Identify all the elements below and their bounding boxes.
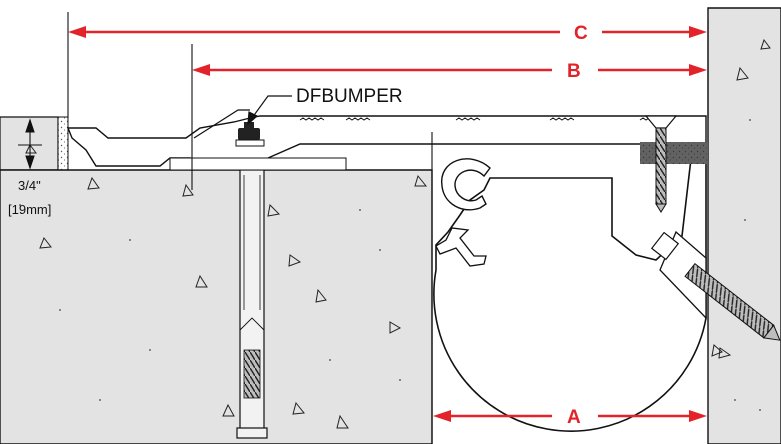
- right-screw: [644, 115, 678, 213]
- dfbumper-label: DFBUMPER: [296, 86, 403, 107]
- seal-claw: [435, 227, 487, 267]
- left-concrete-slab: [0, 169, 433, 444]
- gap-imperial-label: 3/4": [18, 178, 41, 193]
- base-rail: [169, 157, 347, 171]
- lag-screw: [684, 262, 781, 341]
- dimension-b: [192, 64, 707, 76]
- plate-bevel: [193, 109, 250, 139]
- bulb-seal: [433, 149, 707, 432]
- right-gasket: [640, 142, 708, 164]
- dimension-a-label: A: [567, 407, 581, 428]
- dimension-c: [68, 26, 707, 38]
- anchor-bolt: [236, 169, 268, 439]
- dimension-a: [433, 410, 707, 422]
- wall-bracket: [650, 230, 707, 320]
- extension-lines: [67, 12, 709, 444]
- gap-dimension: [18, 118, 42, 170]
- dimension-b-label: B: [567, 61, 581, 82]
- dimension-c-label: C: [574, 23, 588, 44]
- dfbumper-leader: [247, 95, 292, 126]
- plate-texture: [299, 117, 653, 121]
- cover-plate: [66, 115, 707, 167]
- filler-strip: [57, 116, 69, 171]
- seal-hook: [441, 158, 491, 211]
- dfbumper-bolt: [235, 122, 265, 147]
- aggregate-marks: [25, 38, 771, 429]
- gap-metric-label: [19mm]: [8, 202, 51, 217]
